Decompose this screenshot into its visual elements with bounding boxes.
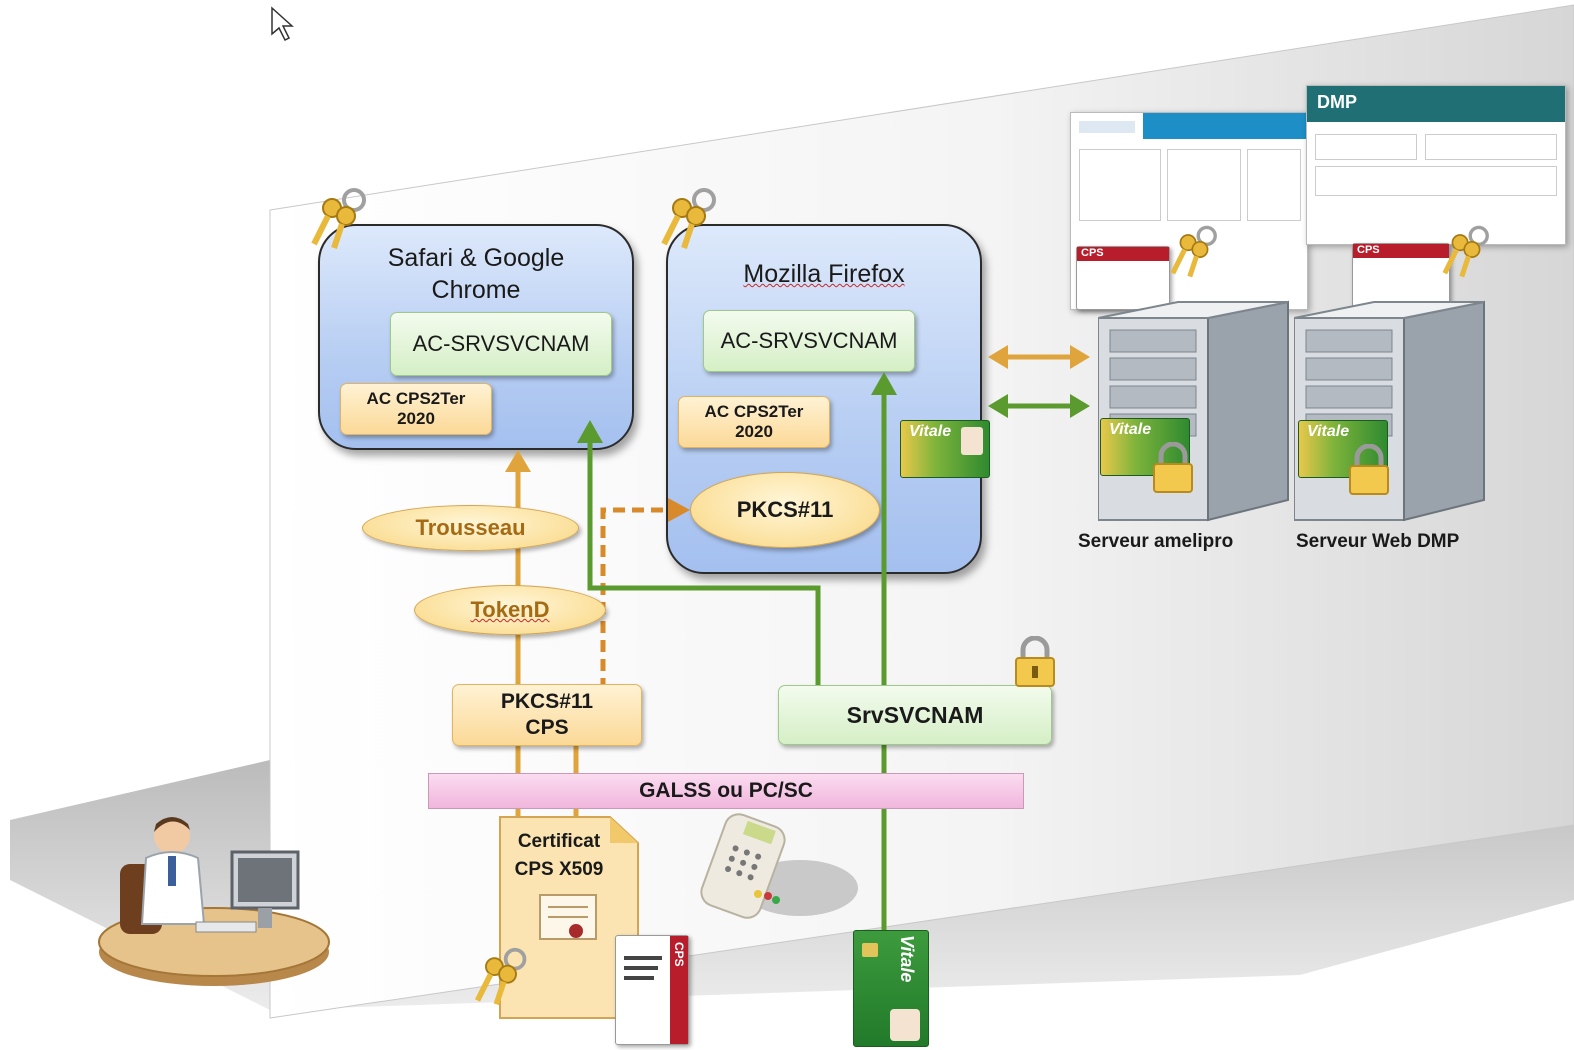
keys-safari-icon <box>311 188 366 249</box>
safari-ac-srvsvcnam: AC-SRVSVCNAM <box>390 312 612 376</box>
firefox-ac-cps-line1: AC CPS2Ter <box>704 402 804 421</box>
firefox-pkcs11-ellipse: PKCS#11 <box>690 472 880 548</box>
safari-title-line1: Safari & Google <box>387 244 565 272</box>
keys-certificate-icon <box>474 947 527 1006</box>
cps-card-dmp-label: CPS <box>1357 244 1380 256</box>
keys-amelipro-icon <box>1170 225 1217 278</box>
vitale-card-dmp-label: Vitale <box>1307 423 1350 440</box>
safari-ac-cps2ter: AC CPS2Ter 2020 <box>340 383 492 435</box>
trousseau-ellipse: Trousseau <box>362 505 579 551</box>
vitale-card-bottom: Vitale <box>853 930 929 1047</box>
pkcs11-cps-line2: CPS <box>525 716 569 739</box>
safari-title-line2: Chrome <box>431 276 521 304</box>
firefox-ac-cps2ter: AC CPS2Ter 2020 <box>678 396 830 448</box>
server-amelipro-icon <box>1098 300 1289 522</box>
cursor-icon <box>271 6 294 42</box>
safari-ac-cps-line2: 2020 <box>397 409 435 428</box>
server-amelipro-caption: Serveur amelipro <box>1078 531 1234 552</box>
dmp-logo: DMP <box>1317 92 1357 112</box>
padlock-amelipro-icon <box>1153 442 1193 493</box>
certificate-line2: CPS X509 <box>514 859 604 880</box>
card-reader-icon <box>700 813 858 919</box>
padlock-icon <box>1015 636 1055 687</box>
galss-label: GALSS ou PC/SC <box>639 779 813 802</box>
doctor-at-computer-icon <box>98 817 330 986</box>
server-dmp-caption: Serveur Web DMP <box>1296 531 1460 552</box>
dmp-screenshot: DMP <box>1306 85 1566 245</box>
galss-bar: GALSS ou PC/SC <box>428 773 1024 809</box>
vitale-card-amelipro-label: Vitale <box>1109 421 1152 438</box>
vitale-card-bottom-label: Vitale <box>897 935 917 983</box>
firefox-ac-srvsvcnam: AC-SRVSVCNAM <box>703 310 915 372</box>
cps-card-bottom: CPS <box>615 935 689 1045</box>
server-dmp-icon <box>1294 300 1485 522</box>
firefox-title: Mozilla Firefox <box>743 260 905 288</box>
certificate-label: Certificat CPS X509 <box>504 828 614 884</box>
pkcs11-cps-line1: PKCS#11 <box>500 690 594 713</box>
keys-firefox-icon <box>661 188 716 249</box>
padlock-dmp-icon <box>1349 444 1389 495</box>
vitale-card-firefox-label: Vitale <box>909 423 952 440</box>
srvsvcnam-box: SrvSVCNAM <box>778 685 1052 745</box>
cps-card-amelipro-label: CPS <box>1081 247 1104 259</box>
vitale-card-firefox: Vitale <box>900 420 990 478</box>
cps-card-bottom-label: CPS <box>672 942 686 967</box>
certificate-line1: Certificat <box>517 831 601 852</box>
pkcs11-cps-box: PKCS#11 CPS <box>452 684 642 746</box>
safari-ac-cps-line1: AC CPS2Ter <box>366 389 466 408</box>
firefox-ac-cps-line2: 2020 <box>735 422 773 441</box>
keys-dmp-icon <box>1442 225 1489 278</box>
cps-card-amelipro: CPS <box>1076 246 1170 310</box>
tokend-ellipse: TokenD <box>414 585 606 635</box>
